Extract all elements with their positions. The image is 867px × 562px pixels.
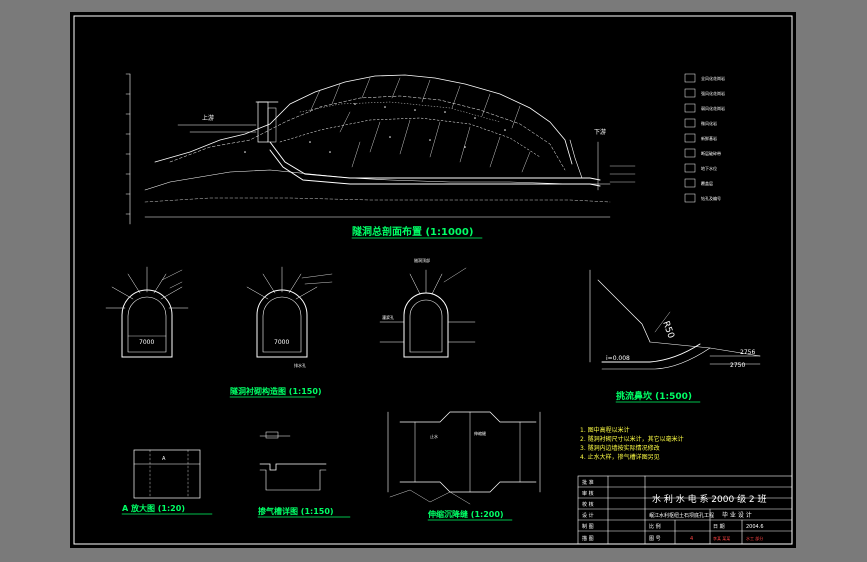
note-2: 2. 隧洞衬砌尺寸以米计，其它以毫米计 [580,435,684,443]
dim-2750: 2750 [730,362,745,369]
stage-label: 毕 业 设 计 [722,511,752,519]
expansion-joint [387,411,541,505]
date-label: 日 期 [713,524,725,530]
note-3: 3. 隧洞内边墙按实际情况修改 [580,444,660,452]
date-value: 2004.6 [746,524,764,530]
upstream-label: 上游 [202,114,214,122]
drawing-sheet: 上游 下游 全风化花岗岩 强风化花岗岩 弱风化花岗岩 微风化岩 新鲜基岩 断层破… [70,12,796,548]
lining-sections [105,266,476,358]
sheet-label: 图 号 [649,536,661,542]
row-6: 描 图 [582,535,594,542]
row-3: 校 核 [582,501,594,508]
legend-item-6: 断层破碎带 [701,150,721,156]
downstream-label: 下游 [594,128,606,136]
detail-a-title: A 放大图 (1:20) [122,503,185,513]
lining-title: 隧洞衬砌构造图 (1:150) [230,386,322,396]
flip-bucket-title: 挑流鼻坎 (1:500) [616,390,692,402]
legend-item-8: 覆盖层 [701,180,713,186]
joint-label: 伸缩缝 [474,430,486,436]
dim-2756: 2756 [740,349,755,356]
row-1: 批 准 [582,479,594,486]
legend-item-5: 新鲜基岩 [701,135,717,141]
legend-item-3: 弱风化花岗岩 [701,105,725,111]
grout-label: 灌浆孔 [382,314,394,320]
outer-frame [73,15,793,545]
project-name: 水 利 水 电 系 2000 级 2 班 [652,493,767,505]
note-1: 1. 图中高程以米计 [580,426,630,434]
project-subtitle: 岷江水利枢纽土石坝底孔工程 [649,512,714,519]
cad-drawing: 上游 下游 全风化花岗岩 强风化花岗岩 弱风化花岗岩 微风化岩 新鲜基岩 断层破… [73,15,793,545]
dim-slope: i=0.008 [606,355,630,362]
a-label: A [162,456,166,462]
lining-labels: 7000 7000 排水孔 隧洞顶部 灌浆孔 [139,257,430,368]
aeration-groove [259,431,327,491]
flip-bucket [589,269,761,370]
row-2: 审 核 [582,490,594,497]
ratio-label: 比 例 [649,523,661,530]
notes: 1. 图中高程以米计 2. 隧洞衬砌尺寸以米计，其它以毫米计 3. 隧洞内边墙按… [580,426,684,461]
waterstop-label: 止水 [430,433,438,439]
joint-title: 伸缩沉降缝 (1:200) [427,509,504,519]
legend-item-2: 强风化花岗岩 [701,90,725,96]
dim-7000-a: 7000 [139,339,154,346]
detail-a [133,449,201,499]
title-block [577,475,793,545]
author-value: 李某 某某 [713,535,730,541]
note-4: 4. 止水大样，掺气槽详图另见 [580,453,660,461]
designer-value: 水工 部分 [746,535,763,541]
drain-label: 排水孔 [294,362,306,368]
crown-label: 隧洞顶部 [414,257,430,263]
legend-item-9: 钻孔及编号 [701,195,721,201]
main-profile-title: 隧洞总剖面布置 (1:1000) [352,225,473,238]
dim-r50: R50 [660,320,676,340]
aeration-title: 掺气槽详图 (1:150) [258,506,334,516]
title-block-text: 批 准 审 核 校 核 设 计 制 图 描 图 水 利 水 电 系 2000 级… [582,479,767,542]
row-5: 制 图 [582,523,594,530]
sheet-value: 4 [690,536,693,542]
legend-labels: 全风化花岗岩 强风化花岗岩 弱风化花岗岩 微风化岩 新鲜基岩 断层破碎带 地下水… [701,75,725,201]
dim-7000-b: 7000 [274,339,289,346]
legend-item-1: 全风化花岗岩 [701,75,725,81]
legend [684,73,696,203]
row-4: 设 计 [582,512,594,519]
legend-item-7: 地下水位 [701,165,717,171]
main-profile [125,73,636,225]
legend-item-4: 微风化岩 [701,120,717,126]
